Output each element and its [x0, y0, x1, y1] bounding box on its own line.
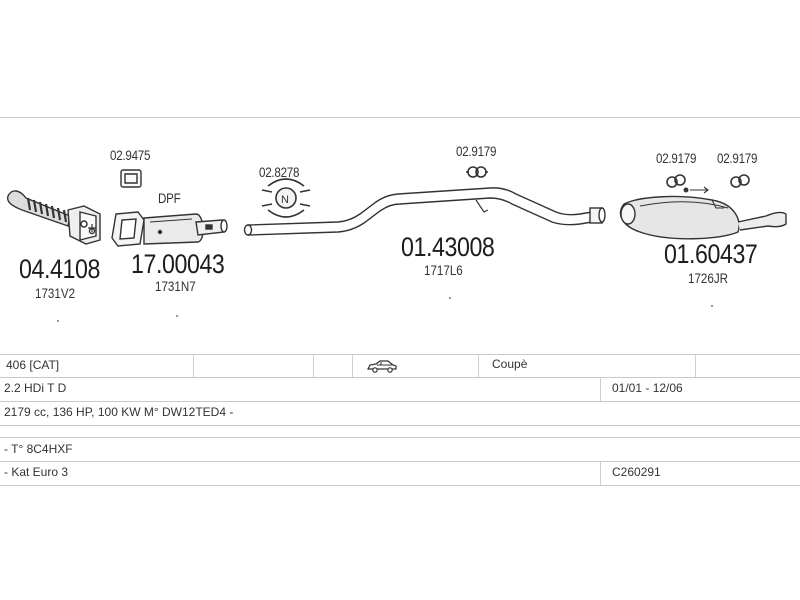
table-divider: [695, 354, 696, 377]
part-ref: 1731V2: [35, 286, 76, 301]
vehicle-model: 406 [CAT]: [6, 358, 60, 372]
exhaust-diagram: N: [6, 166, 787, 247]
top-border: [0, 117, 800, 118]
part-marker: [711, 305, 713, 307]
part-marker: [176, 315, 178, 317]
accessory-code[interactable]: 02.9179: [456, 144, 497, 159]
car-icon: [366, 358, 398, 374]
part-ref: 1726JR: [688, 271, 729, 286]
table-divider: [478, 354, 479, 377]
table-divider: [352, 354, 353, 377]
gasket-drawing: [120, 169, 142, 188]
table-rule: [0, 354, 800, 355]
part-code[interactable]: 01.43008: [401, 232, 495, 262]
table-rule: [0, 425, 800, 426]
table-rule: [0, 437, 800, 438]
vehicle-period: 01/01 - 12/06: [612, 381, 683, 395]
table-rule: [0, 485, 800, 486]
part-marker: [57, 320, 59, 322]
rubber-mount-drawing: [466, 166, 488, 178]
table-divider: [313, 354, 314, 377]
part-code[interactable]: 04.4108: [19, 254, 100, 284]
table-rule: [0, 461, 800, 462]
vehicle-body: Coupè: [492, 357, 528, 371]
table-divider: [193, 354, 194, 377]
flex-pipe-drawing: [6, 190, 101, 245]
part-marker: [449, 297, 451, 299]
svg-text:N: N: [281, 194, 289, 206]
accessory-code[interactable]: 02.9475: [110, 148, 151, 163]
accessory-code[interactable]: 02.8278: [259, 165, 300, 180]
table-divider: [600, 461, 601, 485]
vehicle-engine: 2.2 HDi T D: [4, 381, 67, 395]
table-rule: [0, 401, 800, 402]
accessory-code[interactable]: 02.9179: [717, 151, 758, 166]
vehicle-emission: - Kat Euro 3: [4, 465, 69, 479]
rubber-mount-drawing-3: [730, 174, 750, 188]
accessory-code[interactable]: 02.9179: [656, 151, 697, 166]
part-ref: 1731N7: [155, 279, 196, 294]
rear-silencer-drawing: [619, 186, 787, 240]
part-code[interactable]: 17.00043: [131, 249, 225, 279]
table-rule: [0, 377, 800, 378]
intermediate-pipe-drawing: [243, 187, 606, 236]
dpf-label: DPF: [158, 191, 181, 206]
vehicle-type: - T° 8C4HXF: [4, 442, 73, 456]
catalog-number: C260291: [612, 465, 661, 479]
vehicle-spec: 2179 cc, 136 HP, 100 KW M° DW12TED4 -: [4, 405, 234, 419]
part-code[interactable]: 01.60437: [664, 239, 758, 269]
rubber-mount-drawing-2: [666, 174, 686, 188]
clamp-drawing: N: [261, 178, 311, 218]
table-divider: [600, 377, 601, 401]
dpf-drawing: [111, 211, 228, 247]
part-ref: 1717L6: [424, 263, 463, 278]
